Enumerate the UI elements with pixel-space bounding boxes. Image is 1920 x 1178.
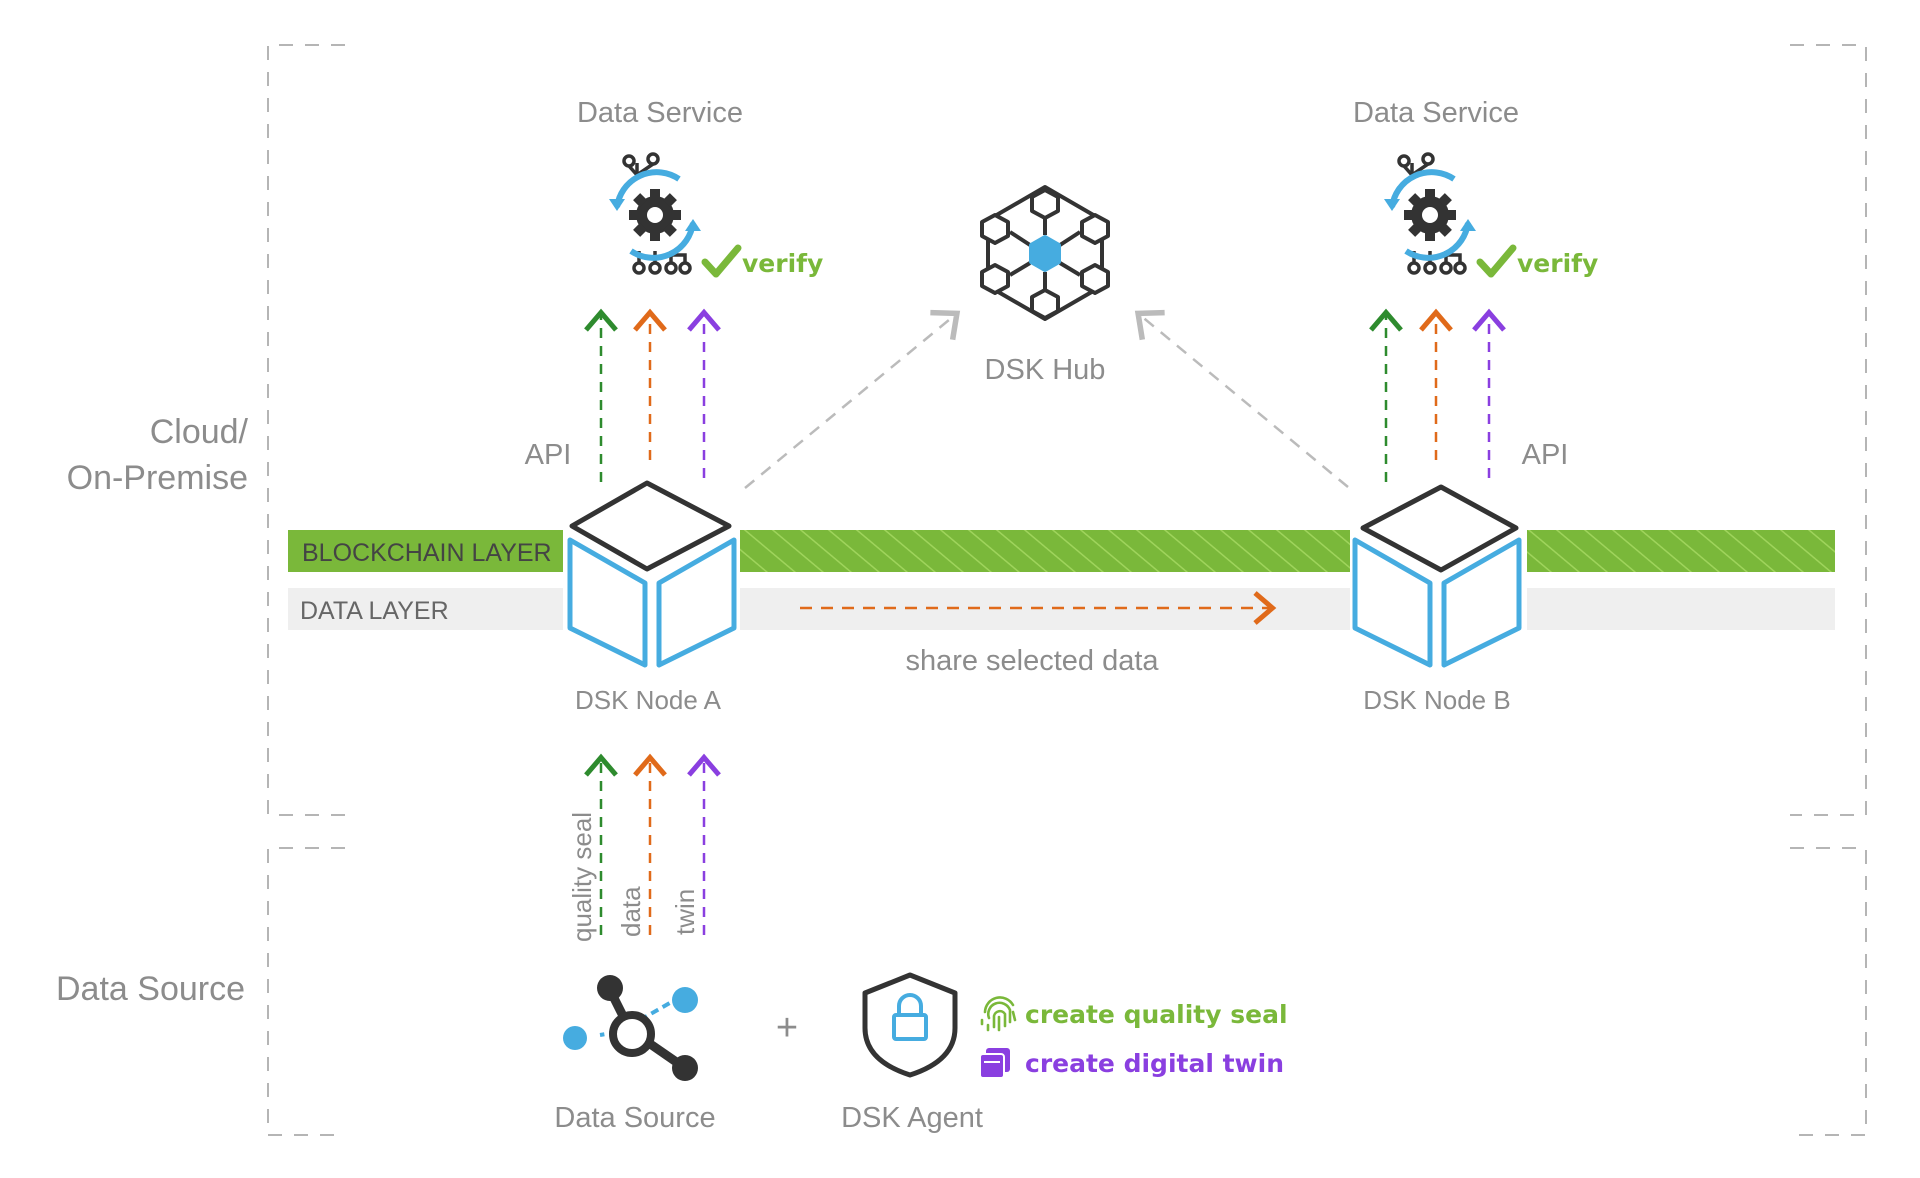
verify-label-right: verify: [1517, 249, 1598, 278]
data-service-right-gear-cycle-icon: [1384, 152, 1476, 275]
blockchain-layer-label: BLOCKCHAIN LAYER: [302, 539, 552, 567]
data-layer-band: [288, 588, 563, 630]
stacked-cards-icon: [979, 1048, 1010, 1079]
fingerprint-icon: [980, 996, 1017, 1032]
dsk-hub-icon: [980, 185, 1110, 321]
data-service-left-gear-cycle-icon: [609, 152, 701, 275]
share-label: share selected data: [905, 645, 1159, 677]
create-digital-twin-label: create digital twin: [1025, 1049, 1284, 1078]
data-service-right-title: Data Service: [1353, 97, 1519, 129]
dsk-agent-label: DSK Agent: [841, 1102, 983, 1134]
verify-check-icon-left: [701, 244, 742, 278]
stream-label-data: data: [616, 886, 646, 937]
data-service-left-title: Data Service: [577, 97, 743, 129]
dsk-node-b-label: DSK Node B: [1363, 685, 1510, 715]
cloud-zone-label-1: Cloud/: [150, 413, 249, 451]
stream-label-twin: twin: [670, 889, 700, 935]
verify-check-icon-right: [1476, 244, 1517, 278]
api-label-left: API: [525, 439, 572, 471]
cloud-zone-label-2: On-Premise: [67, 459, 248, 497]
dsk-hub-label: DSK Hub: [985, 354, 1106, 386]
zone-source-boundary: [267, 847, 1867, 1136]
blockchain-layer-band: [288, 530, 563, 572]
blockchain-layer-hatch-mid: [740, 530, 1350, 572]
plus-sign: +: [776, 1007, 798, 1049]
api-label-right: API: [1522, 439, 1569, 471]
node-b-to-hub-arrow: [1134, 309, 1349, 488]
source-zone-label: Data Source: [56, 970, 245, 1008]
node-a-to-hub-arrow: [744, 309, 961, 489]
dsk-node-a-label: DSK Node A: [575, 685, 722, 715]
data-layer-band-right: [1527, 588, 1835, 630]
data-source-network-node-icon: [563, 975, 698, 1081]
dsk-node-a-cube-icon: [567, 480, 737, 668]
create-quality-seal-label: create quality seal: [1025, 1000, 1288, 1029]
stream-label-quality-seal: quality seal: [567, 812, 597, 942]
zone-cloud-boundary: [267, 44, 1867, 816]
dsk-node-b-cube-icon: [1352, 484, 1522, 668]
blockchain-layer-hatch-right: [1527, 530, 1835, 572]
verify-label-left: verify: [742, 249, 823, 278]
data-layer-label: DATA LAYER: [300, 597, 449, 625]
dsk-agent-shield-lock-icon: [862, 972, 958, 1078]
data-source-label: Data Source: [554, 1102, 715, 1134]
